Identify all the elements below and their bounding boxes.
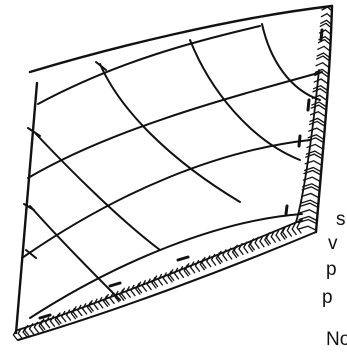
texture-stroke <box>313 89 326 93</box>
texture-stroke <box>99 298 103 308</box>
dash-mark-4 <box>286 206 287 214</box>
texture-stroke <box>318 46 329 50</box>
textured-strip-bottom-inner <box>18 220 302 330</box>
grid-line-b5 <box>30 206 120 300</box>
dash-mark-6 <box>110 283 120 286</box>
textured-strip-hatching <box>13 7 332 340</box>
tick-mark-1 <box>96 62 106 70</box>
outer-left-edge <box>16 83 37 333</box>
texture-stroke <box>126 287 130 297</box>
edge-text-4: p <box>322 288 333 307</box>
edge-text-2: v <box>328 234 338 253</box>
texture-stroke <box>316 63 328 67</box>
texture-stroke <box>147 279 151 289</box>
texture-stroke <box>311 105 325 109</box>
texture-stroke <box>302 194 319 198</box>
texture-stroke <box>158 274 162 285</box>
texture-stroke <box>142 281 146 291</box>
grid-line-a1 <box>38 26 260 104</box>
texture-stroke <box>321 14 331 18</box>
texture-stroke <box>300 203 317 207</box>
dash-mark-3 <box>299 136 300 146</box>
edge-text-1: s <box>336 210 346 229</box>
texture-stroke <box>314 79 327 83</box>
dash-mark-2 <box>308 100 309 110</box>
grid-line-b2 <box>190 40 300 160</box>
texture-stroke <box>309 128 323 132</box>
grid-line-b3 <box>262 24 320 100</box>
edge-text-5: No <box>326 330 347 349</box>
texture-stroke <box>317 56 329 60</box>
texture-stroke <box>311 112 325 116</box>
texture-stroke <box>302 187 319 191</box>
texture-stroke <box>309 121 323 125</box>
texture-stroke <box>292 224 296 235</box>
grid-line-b1 <box>100 64 240 202</box>
texture-stroke <box>131 285 135 295</box>
grid-line-a4 <box>30 214 302 318</box>
dash-mark-1 <box>321 30 322 40</box>
texture-stroke <box>320 23 331 27</box>
texture-stroke <box>78 305 82 315</box>
texture-stroke <box>297 222 301 233</box>
outer-top-edge <box>30 6 332 72</box>
edge-text-3: p <box>326 260 337 279</box>
texture-stroke <box>94 299 98 309</box>
dash-mark-5 <box>178 257 188 260</box>
texture-stroke <box>298 226 316 230</box>
